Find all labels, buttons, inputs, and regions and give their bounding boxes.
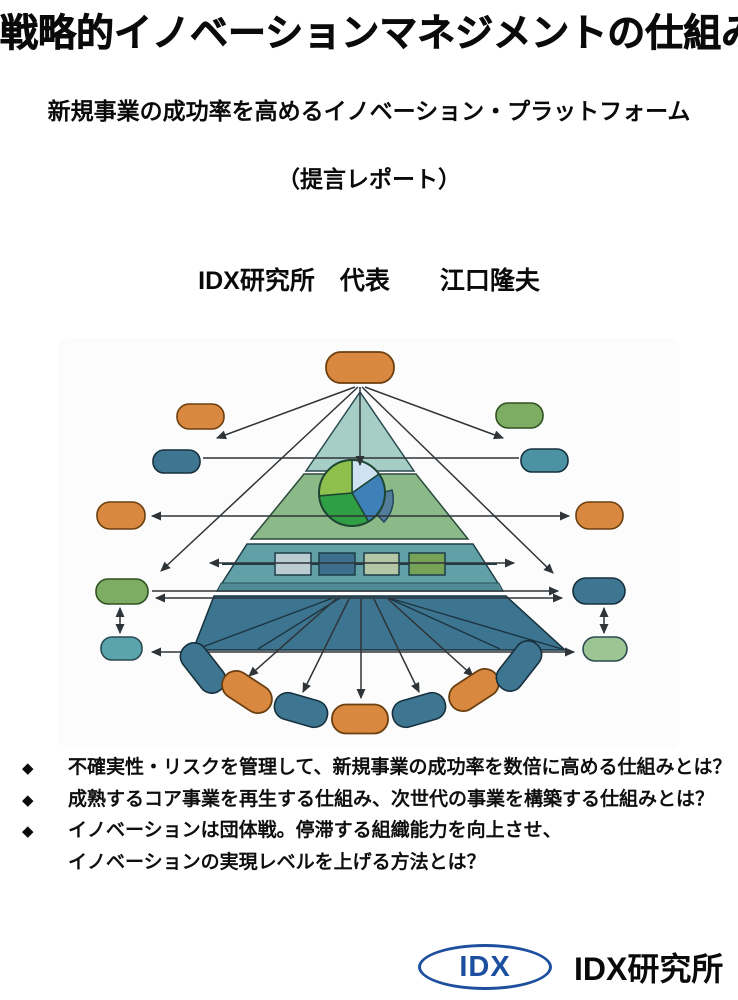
pyramid-tier-4 — [191, 595, 567, 651]
pill-left-4 — [95, 578, 149, 605]
diamond-bullet-icon: ◆ — [22, 760, 34, 777]
pyramid-diagram-svg — [58, 338, 680, 748]
arrow-top-to-lower-right — [361, 386, 554, 574]
pill-arc-1 — [179, 642, 227, 694]
bullet-row: ◆ 成熟するコア事業を再生する仕組み、次世代の事業を構築する仕組みとは？ — [18, 785, 724, 817]
bullet-continuation-spacer — [18, 848, 68, 849]
bullet-text: 成熟するコア事業を再生する仕組み、次世代の事業を構築する仕組みとは？ — [68, 788, 715, 810]
diagram-pills — [95, 351, 628, 735]
pill-arc-4 — [331, 703, 389, 735]
arrow-fan-2 — [302, 598, 350, 694]
pill-arc-2 — [221, 670, 273, 714]
process-box-4 — [408, 552, 446, 576]
arrow-top-to-upper-right — [364, 386, 505, 440]
bullet-row: イノベーションの実現レベルを上げる方法とは？ — [18, 848, 724, 879]
pill-right-1 — [495, 402, 544, 429]
arrow-fan-1 — [248, 598, 337, 677]
author-line: IDX研究所 代表 江口隆夫 — [198, 267, 540, 295]
bullet-row: ◆ イノベーションは団体戦。停滞する組織能力を向上させ、 — [18, 816, 724, 848]
question-bullets: ◆ 不確実性・リスクを管理して、新規事業の成功率を数倍に高める仕組みとは？ ◆ … — [18, 753, 731, 879]
pill-arc-7 — [495, 640, 543, 692]
diamond-bullet-icon: ◆ — [22, 823, 34, 840]
tier4-fan-lines — [196, 597, 563, 650]
bullet-row: ◆ 不確実性・リスクを管理して、新規事業の成功率を数倍に高める仕組みとは？ — [18, 753, 731, 785]
pill-arc-3 — [273, 691, 329, 729]
bullet-text: イノベーションの実現レベルを上げる方法とは？ — [68, 851, 486, 873]
diagram-backdrop — [58, 338, 680, 748]
innovation-pyramid-diagram — [0, 338, 738, 750]
pill-left-2 — [152, 449, 201, 474]
arrow-fan-4 — [373, 598, 420, 694]
page-subtitle: 新規事業の成功率を高めるイノベーション・プラットフォーム — [47, 98, 691, 124]
arrow-top-to-upper-left — [215, 386, 356, 440]
idx-logo-text: IDX — [459, 950, 511, 983]
pill-right-5 — [582, 636, 628, 662]
report-type-label: （提言レポート） — [277, 166, 461, 192]
pill-right-2 — [520, 448, 569, 473]
organization-name: IDX研究所 — [574, 951, 724, 987]
pill-top — [325, 351, 395, 384]
pill-left-1 — [176, 403, 225, 430]
process-box-1 — [274, 552, 312, 576]
idx-logo-ellipse: IDX — [418, 944, 552, 990]
process-box-3 — [363, 552, 400, 576]
pyramid-tier-3-band — [216, 582, 504, 592]
process-box-2 — [318, 552, 356, 576]
bullet-text: イノベーションは団体戦。停滞する組織能力を向上させ、 — [68, 820, 562, 841]
pill-right-4 — [572, 577, 626, 605]
pie-outline — [318, 459, 386, 527]
bullet-text: 不確実性・リスクを管理して、新規事業の成功率を数倍に高める仕組みとは？ — [68, 757, 732, 778]
diamond-bullet-icon: ◆ — [22, 791, 34, 809]
pill-right-3 — [575, 501, 624, 530]
footer-logo-block: IDX IDX研究所 — [418, 944, 723, 990]
pill-arc-5 — [391, 691, 447, 729]
pill-left-3 — [96, 501, 146, 530]
pill-left-5 — [100, 636, 143, 661]
arrow-fan-5 — [387, 598, 474, 677]
page-title: 戦略的イノベーションマネジメントの仕組み — [0, 13, 738, 56]
diagram-arrows — [115, 386, 609, 700]
arrow-top-to-lower-left — [160, 386, 359, 572]
